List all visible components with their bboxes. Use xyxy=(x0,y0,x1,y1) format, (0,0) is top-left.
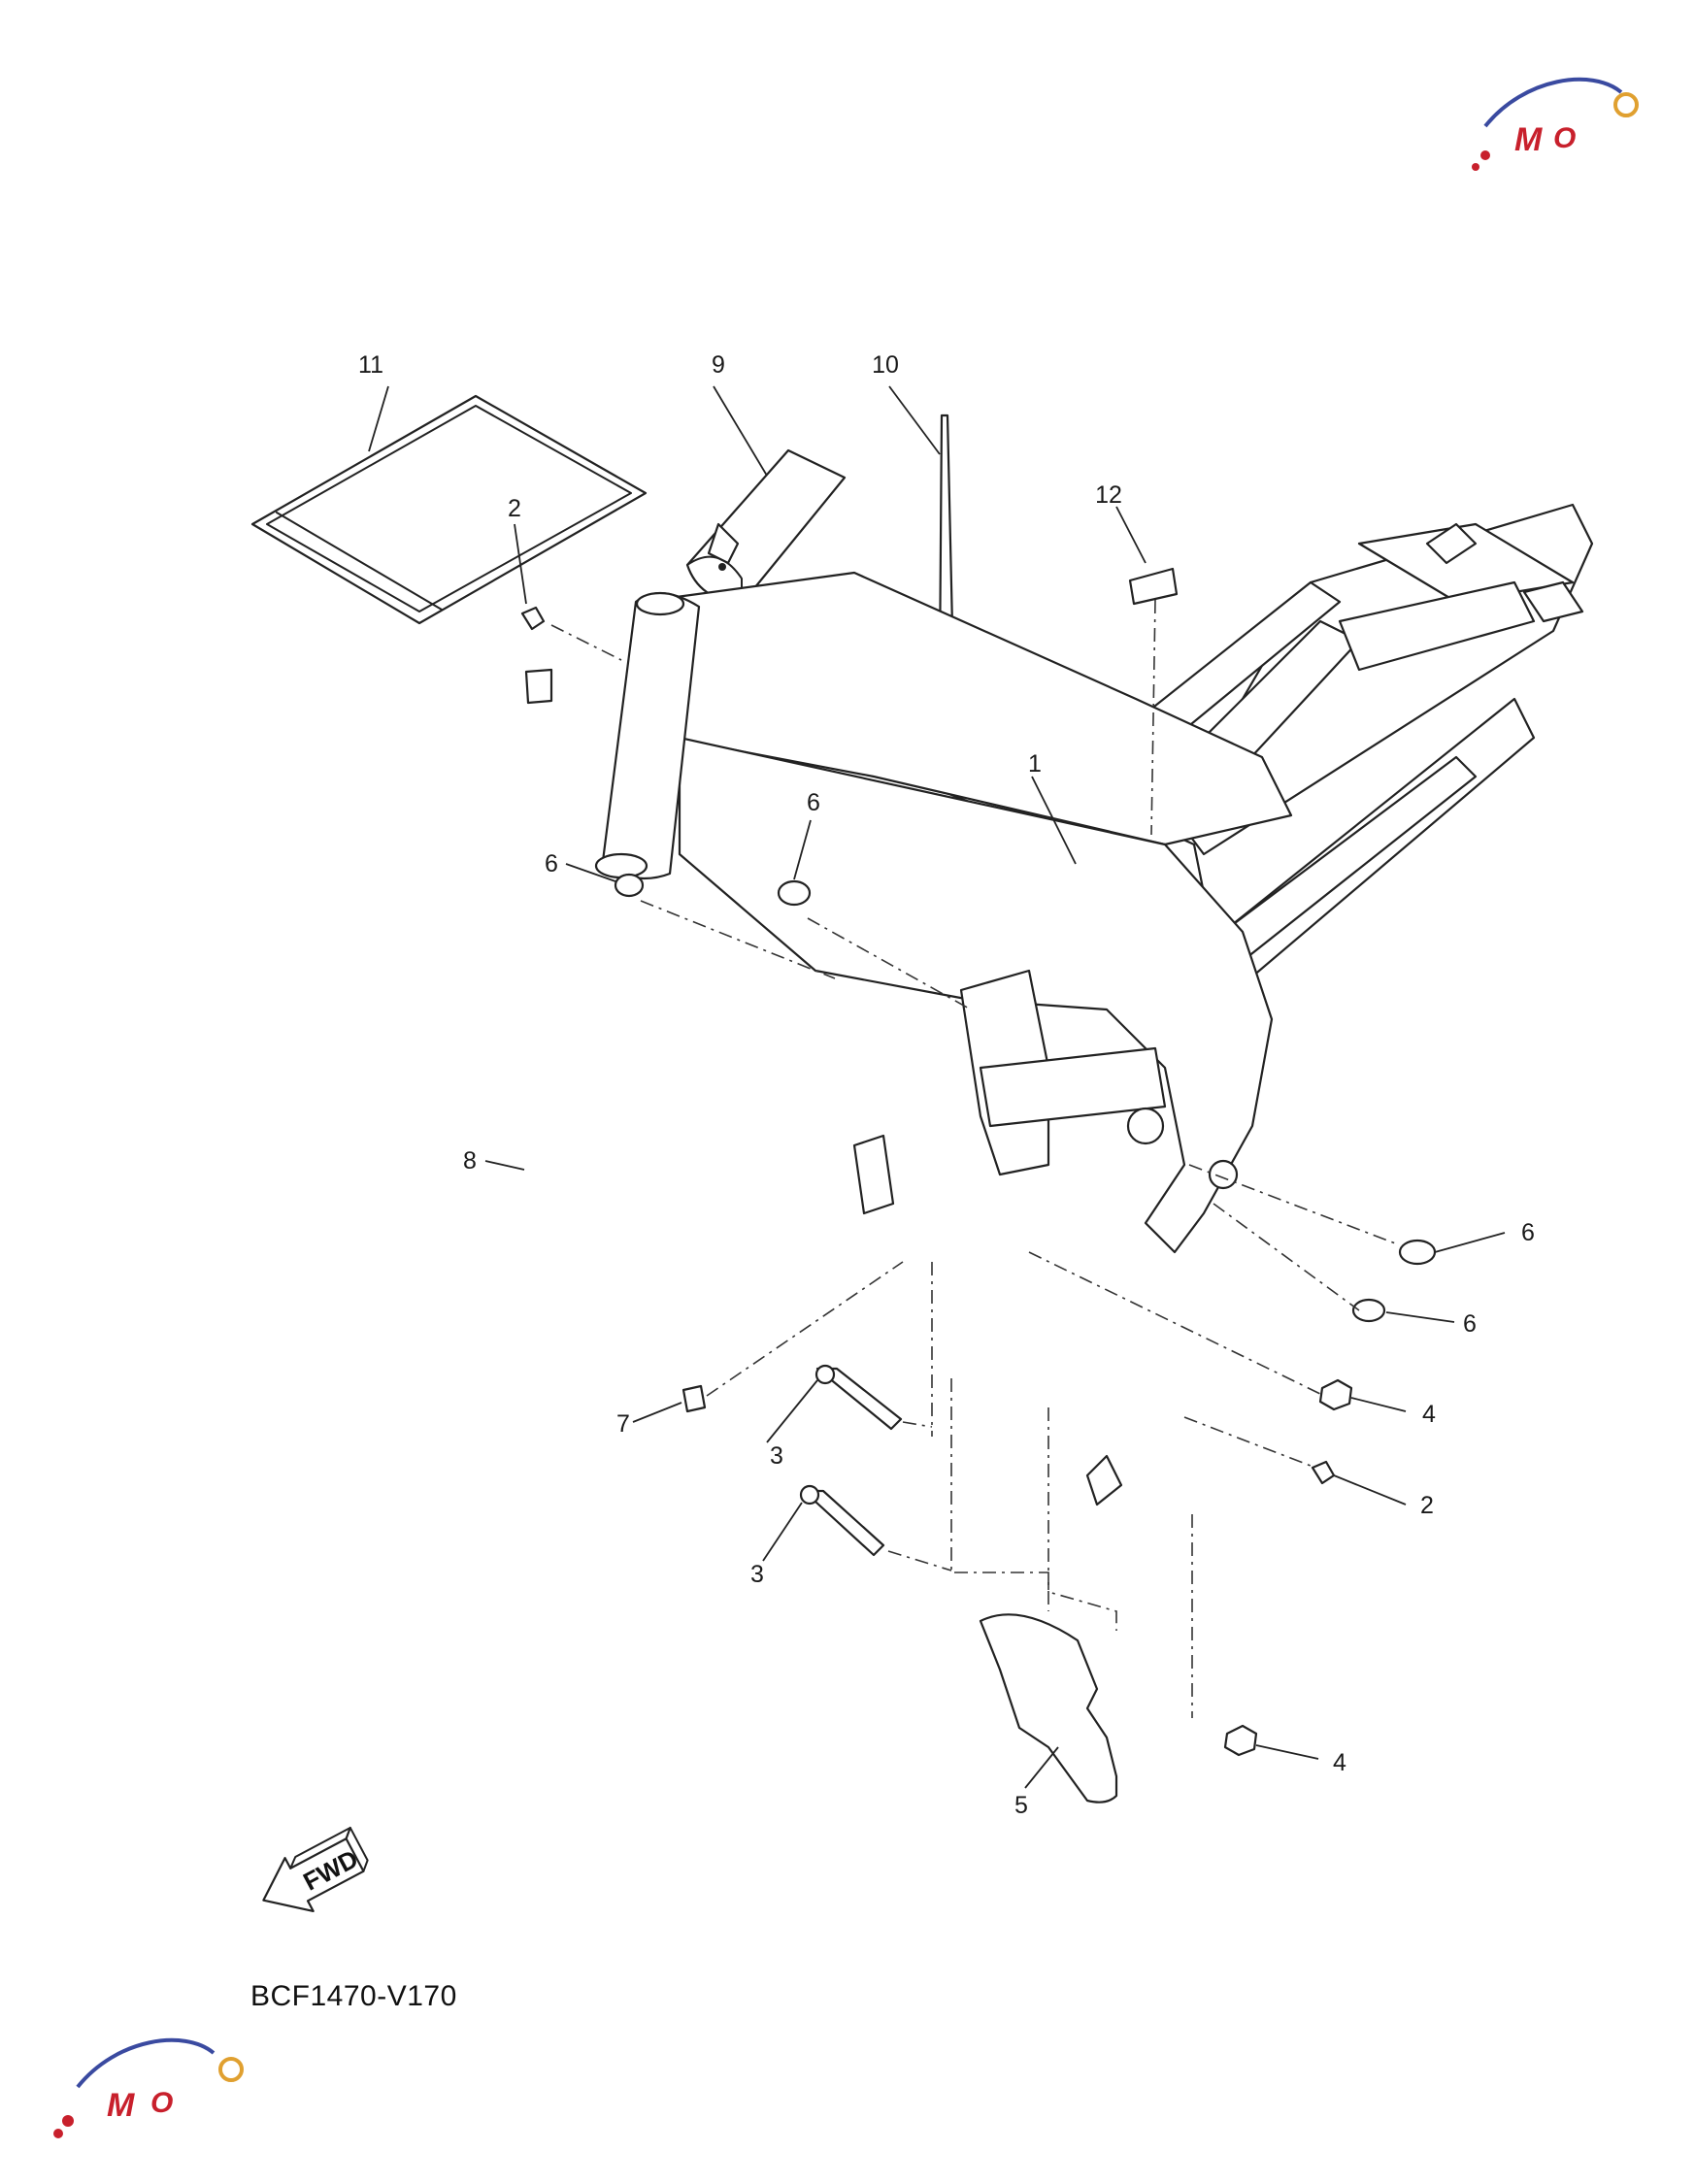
fwd-arrow-icon: FWD xyxy=(262,1826,369,1913)
callout-1: 1 xyxy=(1028,750,1042,778)
part-5-cover-plate xyxy=(979,1613,1118,1803)
watermark-logo-top: M O xyxy=(1472,77,1639,171)
diagram-code: BCF1470-V170 xyxy=(250,1980,457,2012)
callout-2-left: 2 xyxy=(508,495,521,522)
callout-6-top: 6 xyxy=(807,789,820,816)
callout-6-left: 6 xyxy=(545,850,558,877)
callout-8: 8 xyxy=(463,1147,477,1175)
svg-text:O: O xyxy=(150,2087,173,2119)
callout-2-right: 2 xyxy=(1420,1492,1434,1519)
part-4-nuts xyxy=(1223,1378,1353,1757)
part-11-manual-bag xyxy=(250,394,648,625)
callout-6-right-upper: 6 xyxy=(1521,1219,1535,1246)
callout-4-lower: 4 xyxy=(1333,1749,1346,1776)
svg-text:M: M xyxy=(1514,121,1543,158)
callout-labels: 11 9 10 12 1 6 6 2 8 6 6 4 7 3 2 3 5 4 xyxy=(358,351,1535,1819)
svg-text:O: O xyxy=(1553,122,1576,154)
callout-5: 5 xyxy=(1014,1792,1028,1819)
callout-4-upper: 4 xyxy=(1422,1401,1436,1428)
callout-6-right-lower: 6 xyxy=(1463,1310,1477,1338)
part-12-label xyxy=(1128,567,1179,606)
part-7-clip xyxy=(681,1384,707,1413)
callout-3-upper: 3 xyxy=(770,1442,783,1470)
part-6-grommets xyxy=(614,873,1437,1323)
part-8-label xyxy=(524,668,553,705)
alignment-lines xyxy=(550,599,1399,1718)
callout-12: 12 xyxy=(1095,481,1122,509)
callout-7: 7 xyxy=(616,1410,630,1438)
part-3-long-bolts xyxy=(799,1364,903,1557)
callout-11: 11 xyxy=(358,351,383,379)
watermark-logo-bottom: M O xyxy=(53,2037,244,2138)
callout-10: 10 xyxy=(872,351,899,379)
svg-text:M: M xyxy=(107,2087,135,2124)
callout-9: 9 xyxy=(712,351,725,379)
callout-3-lower: 3 xyxy=(750,1561,764,1588)
leader-lines xyxy=(368,385,1506,1789)
part-1-frame xyxy=(594,503,1594,1506)
